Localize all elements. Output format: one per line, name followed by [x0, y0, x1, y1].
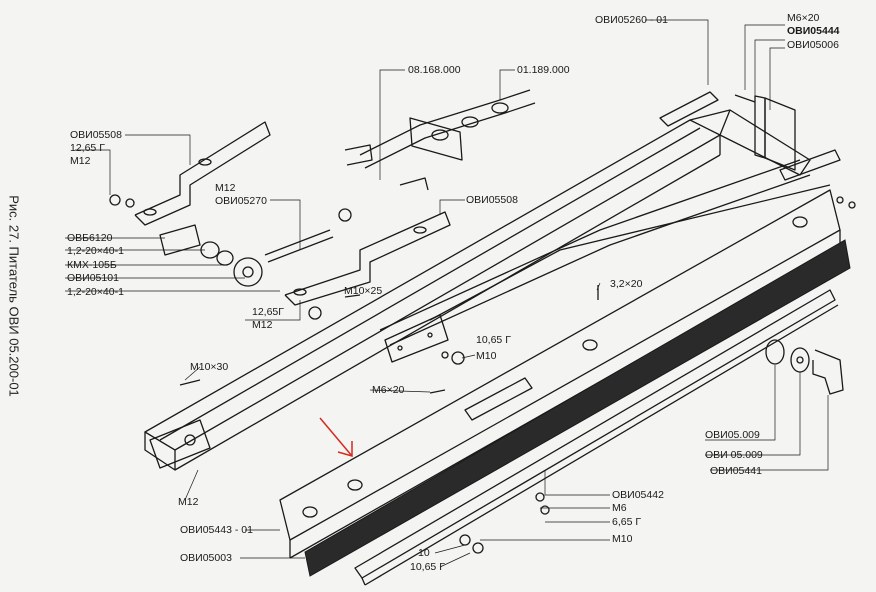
label-ovi05009-b: ОВИ 05.009	[705, 449, 763, 461]
label-ovi05508-a: ОВИ05508	[70, 129, 122, 141]
label-1065-b: 10,65 Г	[410, 561, 445, 573]
brush-strip	[304, 239, 851, 577]
side-plate	[279, 189, 841, 559]
label-1265-b: 12,65Г	[252, 306, 284, 318]
label-ovi05443: ОВИ05443 - 01	[180, 524, 253, 536]
label-ovi05101: ОВИ05101	[67, 272, 119, 284]
label-1065: 10,65 Г	[476, 334, 511, 346]
label-01189000: 01.189.000	[517, 64, 570, 76]
reflector-plate	[754, 95, 796, 171]
main-frame	[144, 91, 841, 471]
label-ovi05444: ОВИ05444	[787, 25, 840, 37]
label-ovi05508-b: ОВИ05508	[466, 194, 518, 206]
sprocket	[233, 257, 263, 287]
label-bushing-1: 1,2-20×40-1	[67, 245, 124, 257]
label-ovi05442: ОВИ05442	[612, 489, 664, 501]
leader-lines	[65, 19, 829, 568]
label-ovi05006: ОВИ05006	[787, 39, 839, 51]
left-arm-lower	[284, 211, 451, 306]
label-m12-a: М12	[70, 155, 91, 167]
label-kmx105b: КМХ-105Б	[67, 259, 117, 271]
label-32x20: 3,2×20	[610, 278, 643, 290]
label-m12-d: М12	[178, 496, 199, 508]
label-bushing-2: 1,2-20×40-1	[67, 286, 124, 298]
chain	[359, 89, 536, 169]
shaft-assembly	[159, 224, 334, 266]
label-ovb6120: ОВБ6120	[67, 232, 113, 244]
label-ovi05260: ОВИ05260 - 01	[595, 14, 668, 26]
left-arm-upper	[134, 121, 271, 226]
red-arrow-annotation	[319, 417, 353, 457]
label-08168000: 08.168.000	[408, 64, 461, 76]
rollers	[765, 339, 810, 373]
label-m10x25: М10×25	[344, 285, 383, 297]
label-m12-c: М12	[252, 319, 273, 331]
figure-caption: Рис. 27. Питатель ОВИ 05.200-01	[6, 195, 22, 397]
guide-rail	[354, 289, 839, 586]
label-m12-b: М12	[215, 182, 236, 194]
label-m6x20-top: М6×20	[787, 12, 820, 24]
bracket-right	[812, 349, 844, 395]
label-10: 10	[418, 547, 430, 559]
label-665: 6,65 Г	[612, 516, 642, 528]
label-m10-a: М10	[476, 350, 497, 362]
label-m6: М6	[612, 502, 627, 514]
label-1265-a: 12,65 Г	[70, 142, 105, 154]
label-ovi05009-a: ОВИ05.009	[705, 429, 760, 441]
label-ovi05270: ОВИ05270	[215, 195, 267, 207]
label-m6x20-b: М6×20	[372, 384, 405, 396]
label-ovi05003: ОВИ05003	[180, 552, 232, 564]
label-m10-b: М10	[612, 533, 633, 545]
label-ovi05441: ОВИ05441	[710, 465, 762, 477]
chain-link-parts	[344, 144, 429, 191]
label-m10x30: М10×30	[190, 361, 229, 373]
